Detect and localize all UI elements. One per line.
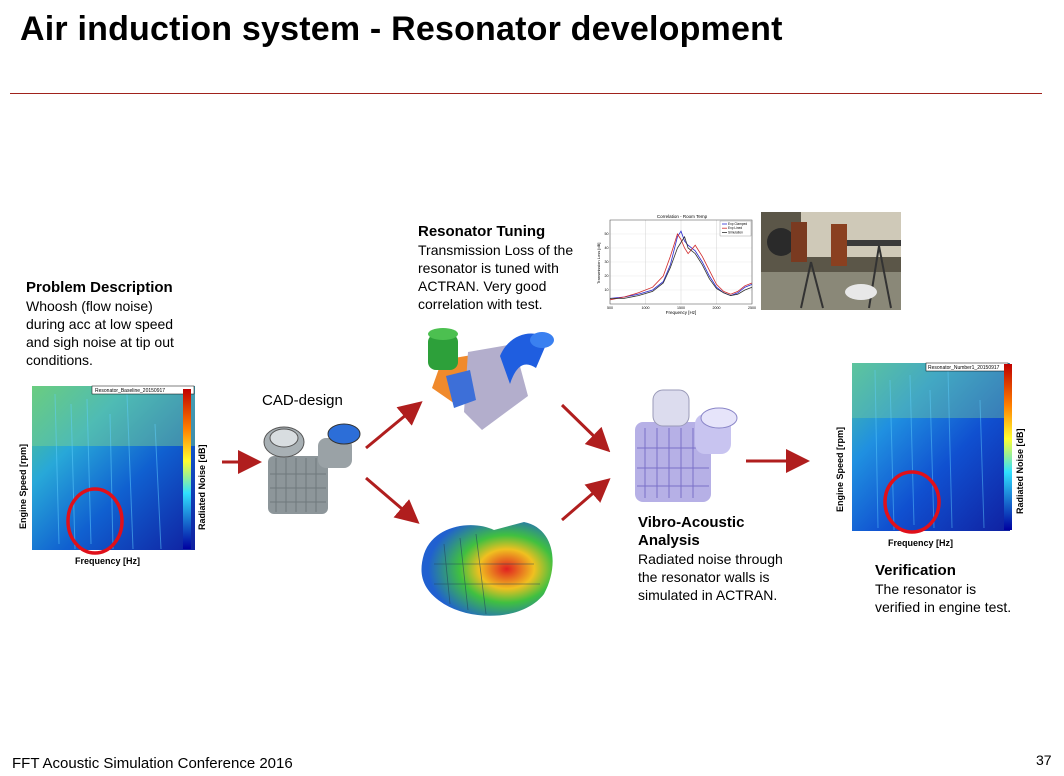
tuning-block: Resonator Tuning Transmission Loss of th… xyxy=(418,223,598,313)
slide-title: Air induction system - Resonator develop… xyxy=(20,10,783,48)
tl-legend-entry: Exp Lined xyxy=(728,226,742,230)
tl-x-tick-label: 1500 xyxy=(677,306,685,310)
footer-text: FFT Acoustic Simulation Conference 2016 xyxy=(12,755,293,772)
page-number: 37 xyxy=(1036,752,1052,768)
tuning-heading: Resonator Tuning xyxy=(418,223,546,240)
problem-block: Problem Description Whoosh (flow noise) … xyxy=(26,279,206,369)
tl-series-line xyxy=(609,233,753,301)
tl-legend-entry: Simulation xyxy=(728,230,743,234)
arrow-to-tuning xyxy=(365,401,423,450)
tl-x-tick-label: 2500 xyxy=(748,306,756,310)
verification-block: Verification The resonator is verified i… xyxy=(875,562,1045,616)
cad-label: CAD-design xyxy=(262,392,343,409)
spectrogram-baseline-xlabel: Frequency [Hz] xyxy=(75,556,140,566)
fe-results-image xyxy=(414,514,564,624)
spectrogram-baseline-ylabel: Engine Speed [rpm] xyxy=(18,444,28,529)
tl-chart: Correlation - Room Temp 500 1000 1500 2000 2… xyxy=(596,212,756,318)
tl-y-tick-label: 50 xyxy=(605,232,609,236)
title-underline xyxy=(10,93,1042,94)
tl-series-line xyxy=(610,235,753,299)
arrow-to-fe xyxy=(365,476,420,524)
tl-x-tick-label: 500 xyxy=(607,306,613,310)
spectrogram-verification-ylabel: Engine Speed [rpm] xyxy=(835,427,845,512)
verification-text: The resonator is verified in engine test… xyxy=(875,581,1012,615)
cad-model-image xyxy=(258,418,366,518)
engine-test-photo xyxy=(761,212,901,310)
tl-x-tick-label: 2000 xyxy=(713,306,721,310)
tl-legend-box xyxy=(719,220,752,237)
arrow-fe-to-vibro xyxy=(561,478,611,522)
tl-chart-xlabel: Frequency [Hz] xyxy=(666,310,697,315)
problem-text: Whoosh (flow noise) during acc at low sp… xyxy=(26,298,174,368)
vibro-heading: Vibro-Acoustic Analysis xyxy=(638,514,745,549)
tl-legend-entry: Exp Clamped xyxy=(728,222,747,226)
spectrogram-verification-xlabel: Frequency [Hz] xyxy=(888,538,953,548)
spectrogram-verification-title: Resonator_Number1_20150917 xyxy=(928,365,1000,371)
spectrogram-baseline: Resonator_Baseline_20150917 Frequency [H… xyxy=(15,384,210,569)
vibro-block: Vibro-Acoustic Analysis Radiated noise t… xyxy=(638,514,808,604)
vibro-model-image xyxy=(625,388,743,508)
highlight-ring xyxy=(66,487,124,555)
spectrogram-baseline-title: Resonator_Baseline_20150917 xyxy=(95,388,165,394)
problem-heading: Problem Description xyxy=(26,279,173,296)
spectrogram-baseline-cbar-label: Radiated Noise [dB] xyxy=(197,444,207,530)
vibro-text: Radiated noise through the resonator wal… xyxy=(638,551,783,603)
tl-chart-ylabel: Transmission Loss [dB] xyxy=(596,243,601,284)
tl-y-tick-label: 10 xyxy=(605,288,609,292)
tl-chart-title: Correlation - Room Temp xyxy=(657,214,708,219)
tl-y-tick-label: 20 xyxy=(605,274,609,278)
tl-y-tick-label: 40 xyxy=(605,246,609,250)
arrow-tuning-to-vibro xyxy=(560,403,611,453)
highlight-ring-verification xyxy=(883,470,941,534)
tl-y-tick-label: 30 xyxy=(605,260,609,264)
tl-x-tick-label: 1000 xyxy=(642,306,650,310)
spectrogram-verification-cbar-label: Radiated Noise [dB] xyxy=(1015,428,1025,514)
spectrogram-verification: Resonator_Number1_20150917 Frequency [Hz… xyxy=(830,360,1025,550)
tuning-text: Transmission Loss of the resonator is tu… xyxy=(418,242,574,312)
tl-chart-frame xyxy=(609,219,753,305)
tuning-model-image xyxy=(418,326,558,434)
verification-heading: Verification xyxy=(875,562,956,579)
